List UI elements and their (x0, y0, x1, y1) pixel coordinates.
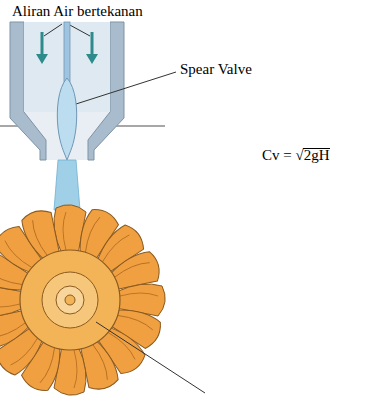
bucket-edge (120, 293, 158, 296)
bucket-edge (3, 241, 32, 270)
bucket-edge (108, 330, 137, 359)
water-jet (54, 160, 80, 210)
bucket-edge (74, 350, 77, 388)
bucket-edge (0, 304, 20, 307)
bucket-edge (11, 338, 40, 367)
radical-bar (303, 148, 330, 149)
pelton-wheel (0, 205, 165, 395)
spear-valve (57, 22, 76, 160)
nozzle-housing (10, 22, 124, 160)
bucket-edge (40, 348, 57, 384)
bucket-edge (114, 260, 150, 277)
bucket-edge (63, 212, 66, 250)
bucket-edge (100, 233, 129, 262)
bucket-edge (30, 220, 47, 256)
bucket-edge (118, 313, 154, 330)
bucket-edge (93, 344, 110, 380)
part-label: Spear Valve (180, 60, 252, 78)
pointer-line (96, 322, 205, 393)
bucket-edge (83, 216, 100, 252)
bucket-edge (0, 270, 22, 287)
bucket-edge (0, 323, 26, 340)
flow-label: Aliran Air bertekanan (12, 2, 143, 20)
